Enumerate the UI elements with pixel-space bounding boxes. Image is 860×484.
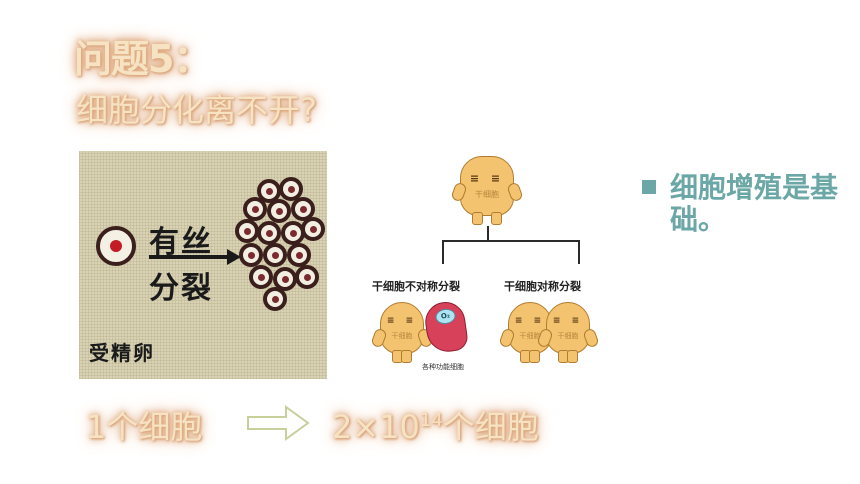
cell-tag: 干细胞 <box>557 332 579 340</box>
cell-count-exponent: 14 <box>419 410 443 431</box>
cell-ball <box>301 217 325 241</box>
cell-tag: 干细胞 <box>391 332 413 340</box>
cell-ball <box>267 199 291 223</box>
cell-ball <box>279 177 303 201</box>
cell-ball <box>263 243 287 267</box>
face-icon: ≡ ≡ <box>386 316 418 326</box>
mitosis-label-bottom: 分裂 <box>149 271 213 306</box>
asymmetric-division-label: 干细胞不对称分裂 <box>372 280 460 293</box>
cell-tag: 干细胞 <box>519 332 541 340</box>
cell-ball <box>249 265 273 289</box>
zygote-label: 受精卵 <box>89 341 155 365</box>
cell-cluster-icon <box>235 177 327 317</box>
stem-cell-character: ≡ ≡ 干细胞 <box>370 302 434 363</box>
cell-ball <box>257 221 281 245</box>
tree-line <box>442 240 580 242</box>
square-bullet-icon <box>642 180 656 194</box>
cell-count-label: 2×1014个细胞 <box>332 402 539 448</box>
outline-arrow-icon <box>247 405 310 441</box>
zygote-mitosis-image: 有丝 分裂 受精卵 <box>79 151 327 379</box>
stem-cell-character: ≡ ≡ 干细胞 <box>450 156 524 225</box>
oxygen-bubble-icon: O₂ <box>434 307 457 326</box>
face-icon: ≡ ≡ <box>469 172 505 185</box>
cell-ball <box>239 243 263 267</box>
cell-ball <box>263 287 287 311</box>
functional-cell-character: O₂ <box>422 299 470 355</box>
cell-ball <box>243 197 267 221</box>
question-title: 问题5： <box>74 37 211 81</box>
tree-line <box>442 240 444 264</box>
arrow-right-icon <box>227 249 241 265</box>
cell-ball <box>295 265 319 289</box>
tree-line <box>578 240 580 264</box>
zygote-cell-icon <box>96 226 136 266</box>
face-icon: ≡ ≡ <box>514 316 546 326</box>
bullet-text: 细胞增殖是基础。 <box>670 171 839 236</box>
face-icon: ≡ ≡ <box>552 316 584 326</box>
functional-cells-label: 各种功能细胞 <box>422 363 464 371</box>
mitosis-label-top: 有丝 <box>149 225 213 260</box>
stem-cell-division-diagram: ≡ ≡ 干细胞 干细胞不对称分裂 干细胞对称分裂 ≡ ≡ 干细胞 O₂ 各种功能… <box>360 150 610 380</box>
mitosis-arrow-line <box>149 255 231 259</box>
cell-count-base: 2×10 <box>332 408 420 446</box>
stem-cell-character: ≡ ≡ 干细胞 <box>536 302 600 363</box>
one-cell-label: 1个细胞 <box>86 408 203 446</box>
tree-line <box>487 226 489 240</box>
cell-ball <box>235 219 259 243</box>
cell-count-suffix: 个细胞 <box>442 408 539 446</box>
cell-ball <box>287 243 311 267</box>
question-subtitle: 细胞分化离不开? <box>76 91 317 129</box>
symmetric-division-label: 干细胞对称分裂 <box>504 280 581 293</box>
cell-tag: 干细胞 <box>475 190 499 199</box>
